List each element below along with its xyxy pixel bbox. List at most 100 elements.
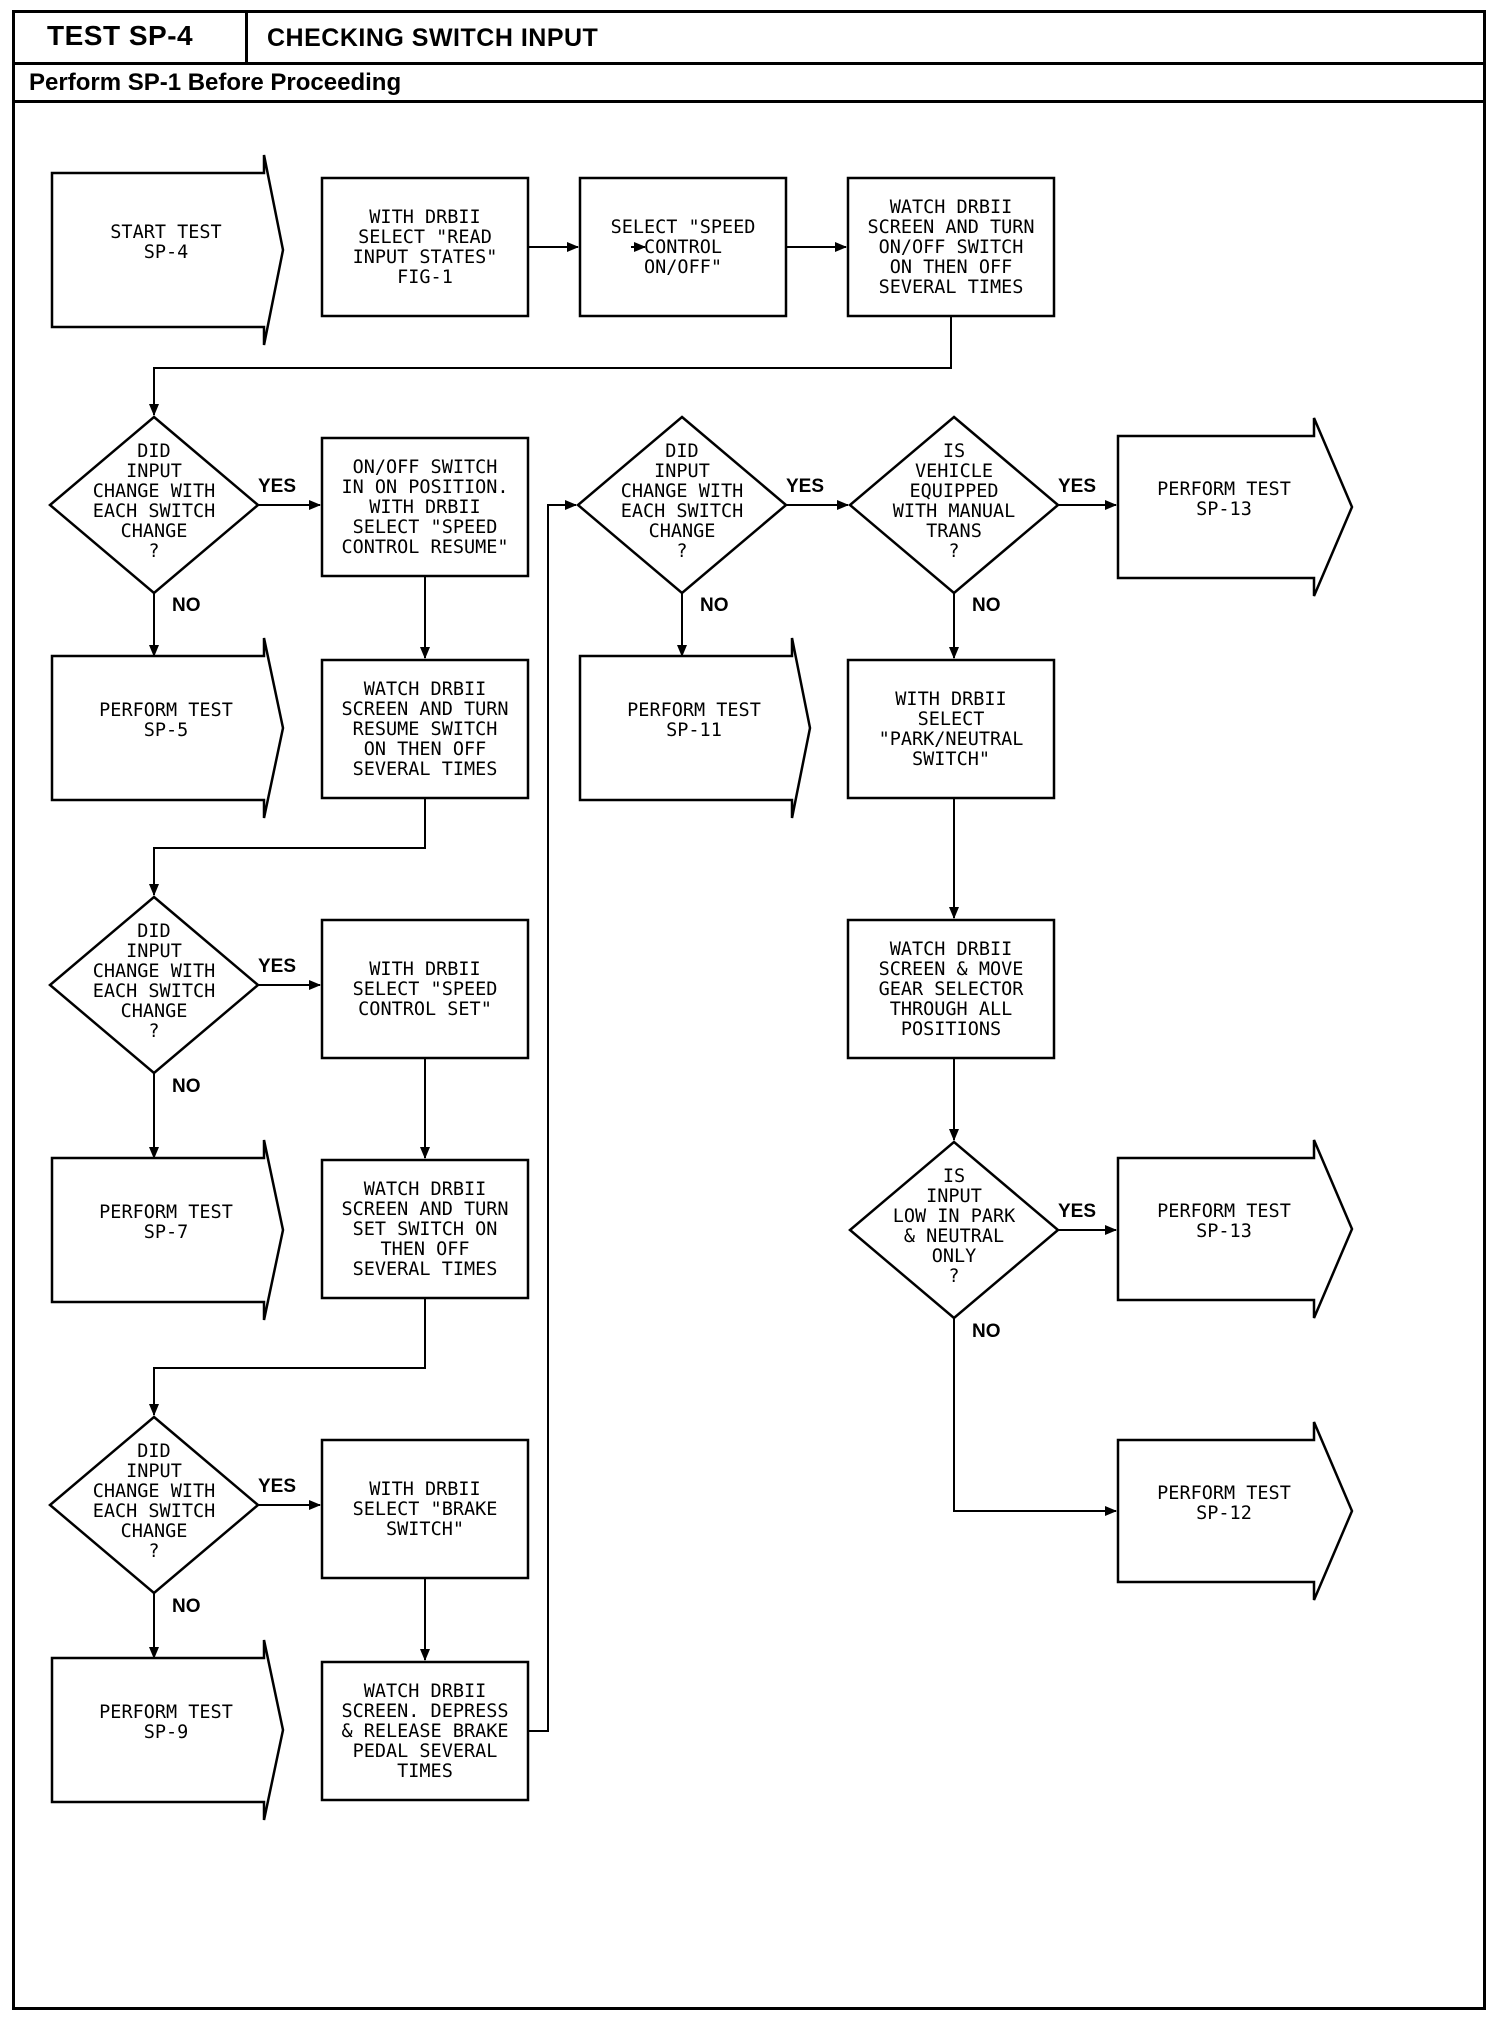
connector-resume-d2 — [149, 798, 426, 896]
decision-d4-line: INPUT — [654, 461, 710, 482]
box-watch-resume-line: WATCH DRBII — [364, 679, 487, 700]
box-onoff-on-line: CONTROL RESUME" — [341, 537, 508, 558]
box-onoff-on-line: IN ON POSITION. — [341, 477, 508, 498]
box-select-set-line: CONTROL SET" — [358, 999, 492, 1020]
decision-d3-line: DID — [137, 1441, 170, 1462]
decision-d5-line: ? — [948, 541, 959, 562]
box-watch-resume-line: RESUME SWITCH — [353, 719, 498, 740]
decision-d5-line: WITH MANUAL — [893, 501, 1016, 522]
connector-d6-no — [953, 1318, 1117, 1516]
decision-d6-line: INPUT — [926, 1186, 982, 1207]
arrow-sp13a-line: SP-13 — [1196, 499, 1252, 520]
box-watch-set-line: SCREEN AND TURN — [341, 1199, 508, 1220]
decision-d2-line: DID — [137, 921, 170, 942]
decision-d3-line: ? — [148, 1541, 159, 1562]
decision-d2-line: CHANGE WITH — [93, 961, 216, 982]
box-read-input-line: FIG-1 — [397, 267, 453, 288]
decision-d3-line: CHANGE — [121, 1521, 188, 1542]
decision-d1-line: DID — [137, 441, 170, 462]
box-watch-brake-line: & RELEASE BRAKE — [341, 1721, 508, 1742]
box-onoff-on-line: WITH DRBII — [369, 497, 480, 518]
no-label: NO — [172, 595, 201, 616]
box-select-pn-line: WITH DRBII — [895, 689, 1006, 710]
decision-d6-line: & NEUTRAL — [904, 1226, 1004, 1247]
box-read-input-line: WITH DRBII — [369, 207, 480, 228]
box-watch-brake — [320, 1660, 530, 1802]
box-watch-set-line: SET SWITCH ON — [353, 1219, 498, 1240]
no-label: NO — [172, 1076, 201, 1097]
decision-d6-line: IS — [943, 1166, 965, 1187]
box-watch-onoff-line: WATCH DRBII — [890, 197, 1013, 218]
yes-label: YES — [258, 956, 296, 977]
box-select-pn-line: SWITCH" — [912, 749, 990, 770]
no-label: NO — [972, 595, 1001, 616]
decision-d4-line: ? — [676, 541, 687, 562]
decision-d6-line: LOW IN PARK — [893, 1206, 1016, 1227]
decision-d2-line: ? — [148, 1021, 159, 1042]
decision-d1-line: ? — [148, 541, 159, 562]
decision-d1-line: CHANGE WITH — [93, 481, 216, 502]
arrow-sp11-line: SP-11 — [666, 720, 722, 741]
box-onoff-on-line: ON/OFF SWITCH — [353, 457, 498, 478]
box-watch-gear — [846, 918, 1056, 1060]
box-watch-onoff-line: ON/OFF SWITCH — [879, 237, 1024, 258]
box-watch-resume — [320, 658, 530, 800]
arrow-sp9-line: SP-9 — [144, 1722, 189, 1743]
test-id-label: TEST SP-4 — [15, 13, 248, 62]
decision-d2-line: CHANGE — [121, 1001, 188, 1022]
yes-label: YES — [1058, 476, 1096, 497]
box-select-brake-line: WITH DRBII — [369, 1479, 480, 1500]
arrow-sp13a — [1116, 417, 1354, 597]
arrow-sp12-line: SP-12 — [1196, 1503, 1252, 1524]
box-read-input — [320, 176, 530, 318]
no-label: NO — [972, 1321, 1001, 1342]
box-watch-brake-line: WATCH DRBII — [364, 1681, 487, 1702]
header-divider — [15, 62, 1483, 65]
box-watch-onoff-line: SCREEN AND TURN — [867, 217, 1034, 238]
yes-label: YES — [786, 476, 824, 497]
decision-d2-line: INPUT — [126, 941, 182, 962]
box-select-brake-line: SELECT "BRAKE — [353, 1499, 498, 1520]
decision-d6-line: ? — [948, 1266, 959, 1287]
arrow-sp7-line: SP-7 — [144, 1222, 189, 1243]
box-watch-set-line: SEVERAL TIMES — [353, 1259, 498, 1280]
box-watch-resume-line: SEVERAL TIMES — [353, 759, 498, 780]
arrow-sp11 — [578, 637, 812, 819]
arrow-sp9 — [50, 1639, 285, 1821]
no-label: NO — [700, 595, 729, 616]
box-select-set-line: WITH DRBII — [369, 959, 480, 980]
arrow-sp9-line: PERFORM TEST — [99, 1702, 233, 1723]
decision-d2-line: EACH SWITCH — [93, 981, 216, 1002]
box-select-pn-line: SELECT — [918, 709, 985, 730]
box-watch-set-line: THEN OFF — [380, 1239, 469, 1260]
decision-d1-line: EACH SWITCH — [93, 501, 216, 522]
box-read-input-line: SELECT "READ — [358, 227, 492, 248]
arrow-sp7 — [50, 1139, 285, 1321]
yes-label: YES — [258, 1476, 296, 1497]
yes-label: YES — [1058, 1201, 1096, 1222]
decision-d1-line: INPUT — [126, 461, 182, 482]
box-select-onoff-line: SELECT "SPEED — [611, 217, 756, 238]
box-select-set-line: SELECT "SPEED — [353, 979, 498, 1000]
decision-d5-line: TRANS — [926, 521, 982, 542]
box-watch-gear-line: SCREEN & MOVE — [879, 959, 1024, 980]
decision-d5-line: IS — [943, 441, 965, 462]
arrow-start-line: START TEST — [110, 222, 221, 243]
box-onoff-on-line: SELECT "SPEED — [353, 517, 498, 538]
page-subtitle: Perform SP-1 Before Proceeding — [29, 69, 402, 96]
arrow-sp5-line: SP-5 — [144, 720, 189, 741]
connector-watchset-d3 — [149, 1298, 426, 1416]
arrow-sp13b — [1116, 1139, 1354, 1319]
